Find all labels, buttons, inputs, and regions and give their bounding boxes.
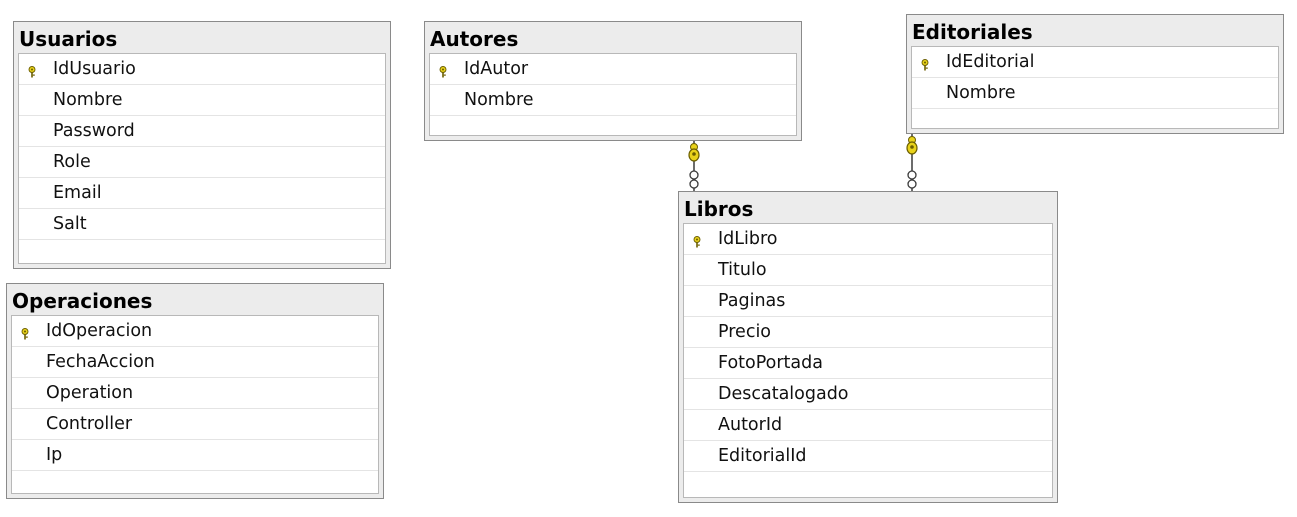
column-row[interactable]: Nombre [430,85,796,116]
primary-key-icon [438,63,448,78]
column-grid: IdLibro Titulo Paginas Precio FotoPortad… [683,223,1053,498]
column-name: AutorId [718,415,783,435]
column-row[interactable]: IdUsuario [19,54,385,85]
column-row[interactable]: EditorialId [684,441,1052,472]
column-row[interactable]: Nombre [912,78,1278,109]
column-name: Password [53,121,135,141]
column-name: IdAutor [464,59,529,79]
column-name: IdLibro [718,229,778,249]
column-name: Role [53,152,91,172]
column-row[interactable]: IdAutor [430,54,796,85]
many-end-infinity-icon [689,170,699,189]
table-title: Autores [430,27,519,51]
column-grid: IdUsuario Nombre Password Role Email Sal… [18,53,386,264]
column-row[interactable]: Salt [19,209,385,240]
column-row[interactable]: AutorId [684,410,1052,441]
column-row[interactable]: Precio [684,317,1052,348]
primary-key-icon [27,63,37,78]
many-end-infinity-icon [907,170,917,189]
column-row[interactable]: Controller [12,409,378,440]
table-title: Usuarios [19,27,118,51]
column-name: IdOperacion [46,321,153,341]
column-name: Nombre [53,90,123,110]
column-name: Controller [46,414,133,434]
primary-key-icon [920,56,930,71]
table-usuarios[interactable]: Usuarios IdUsuario Nombre Password Role … [13,21,391,269]
primary-key-icon [20,325,30,340]
column-name: Nombre [946,83,1016,103]
one-end-key-icon [906,136,918,155]
column-row[interactable]: Password [19,116,385,147]
one-end-key-icon [688,143,700,162]
column-name: Titulo [718,260,767,280]
relationship-editoriales-libros[interactable] [906,134,918,191]
column-name: Email [53,183,102,203]
column-name: EditorialId [718,446,807,466]
column-row[interactable]: Operation [12,378,378,409]
table-libros[interactable]: Libros IdLibro Titulo Paginas Precio Fot… [678,191,1058,503]
column-row[interactable]: Ip [12,440,378,471]
column-row[interactable]: Email [19,178,385,209]
column-row[interactable]: IdOperacion [12,316,378,347]
column-row[interactable]: Paginas [684,286,1052,317]
column-grid: IdAutor Nombre [429,53,797,136]
column-row[interactable]: Role [19,147,385,178]
column-row[interactable]: Descatalogado [684,379,1052,410]
column-row[interactable]: Nombre [19,85,385,116]
column-name: FotoPortada [718,353,823,373]
column-row[interactable]: IdEditorial [912,47,1278,78]
column-name: IdEditorial [946,52,1035,72]
column-name: Ip [46,445,63,465]
column-name: Salt [53,214,87,234]
table-title: Operaciones [12,289,153,313]
column-row[interactable]: FotoPortada [684,348,1052,379]
column-name: Descatalogado [718,384,849,404]
column-grid: IdEditorial Nombre [911,46,1279,129]
table-operaciones[interactable]: Operaciones IdOperacion FechaAccion Oper… [6,283,384,499]
primary-key-icon [692,233,702,248]
column-row[interactable]: IdLibro [684,224,1052,255]
column-name: IdUsuario [53,59,136,79]
relationship-autores-libros[interactable] [688,141,700,191]
column-name: Precio [718,322,772,342]
column-name: Nombre [464,90,534,110]
table-title: Editoriales [912,20,1033,44]
table-title: Libros [684,197,754,221]
column-row[interactable]: FechaAccion [12,347,378,378]
column-name: Paginas [718,291,786,311]
column-grid: IdOperacion FechaAccion Operation Contro… [11,315,379,494]
column-row[interactable]: Titulo [684,255,1052,286]
table-autores[interactable]: Autores IdAutor Nombre [424,21,802,141]
table-editoriales[interactable]: Editoriales IdEditorial Nombre [906,14,1284,134]
column-name: FechaAccion [46,352,155,372]
column-name: Operation [46,383,134,403]
